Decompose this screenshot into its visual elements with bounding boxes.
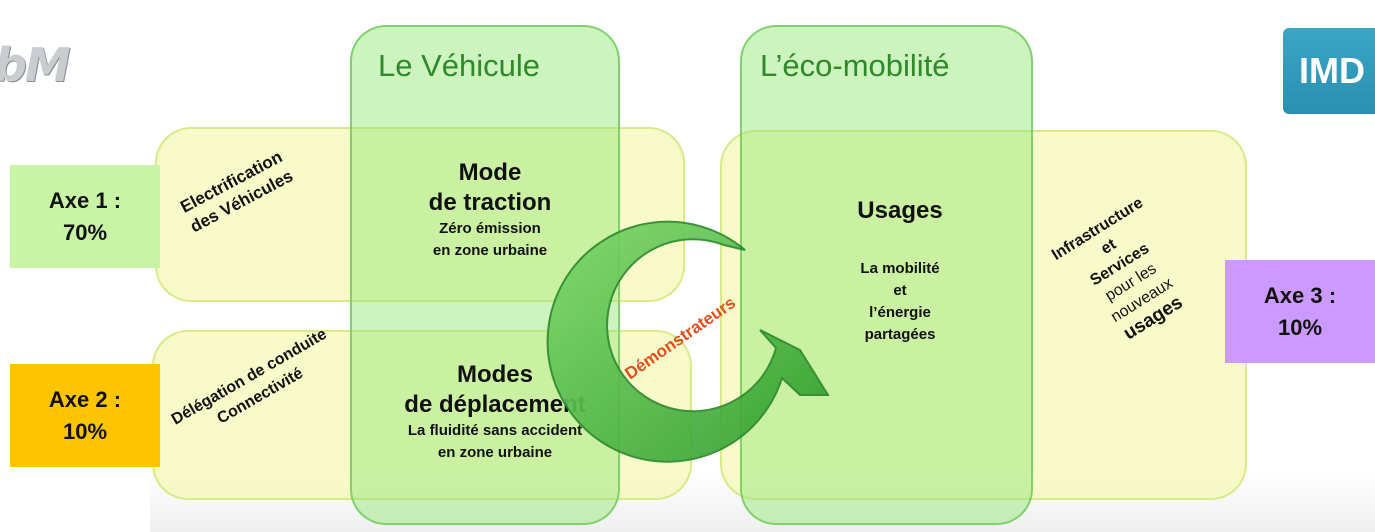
cell-mode-traction: Mode de traction Zéro émission en zone u…	[428, 159, 552, 259]
column-title-eco-mobilite: L’éco-mobilité	[760, 48, 950, 83]
cell-usages: Usages La mobilité et l’énergie partagée…	[857, 197, 943, 343]
imd-logo: IMD	[1283, 28, 1375, 114]
left-logo: bM	[0, 38, 71, 92]
axe-2-box: Axe 2 : 10%	[10, 364, 160, 467]
cycle-label: Démonstrateurs	[621, 293, 739, 383]
axe-1-box: Axe 1 : 70%	[10, 165, 160, 268]
column-title-vehicule: Le Véhicule	[378, 48, 541, 83]
axe-3-box: Axe 3 : 10%	[1225, 260, 1375, 363]
cell-modes-deplacement: Modes de déplacement La fluidité sans ac…	[404, 361, 586, 461]
cycle-arrow-body	[546, 220, 830, 463]
row-band-infrastructure	[720, 130, 1247, 500]
column-eco-mobilite	[740, 25, 1033, 525]
